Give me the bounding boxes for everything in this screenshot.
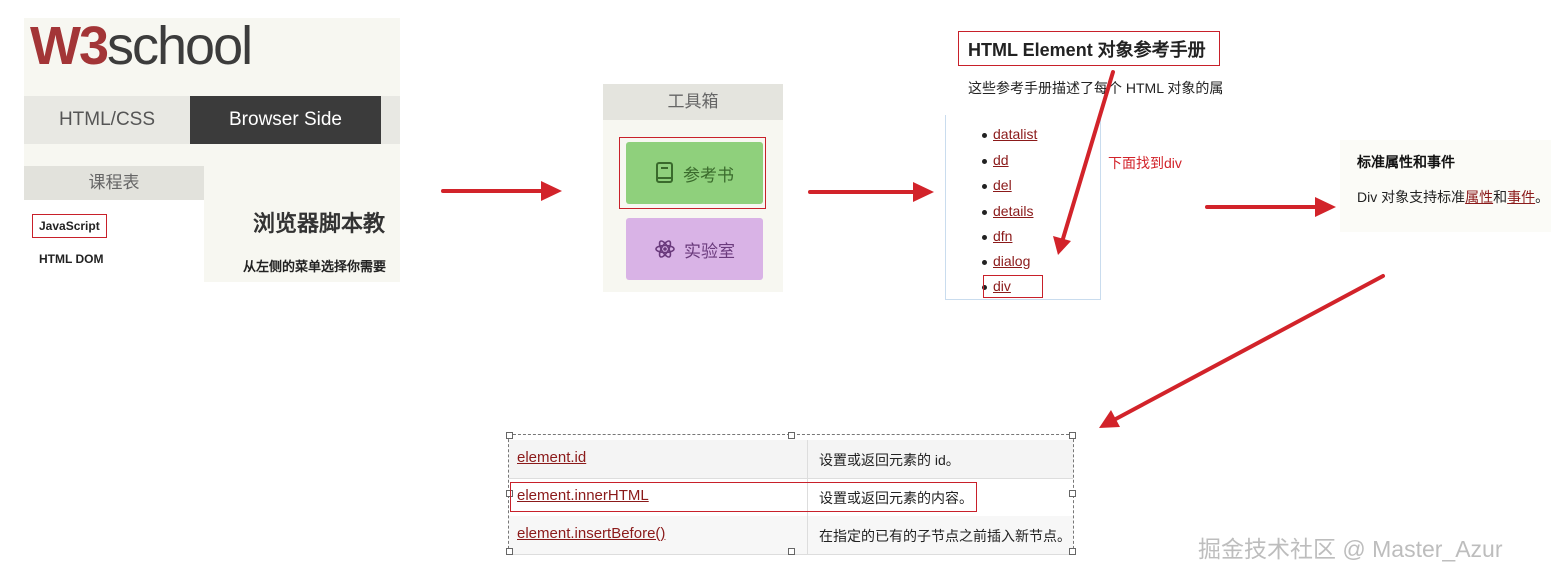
resize-handle[interactable] <box>506 548 513 555</box>
property-table: element.id 设置或返回元素的 id。 element.innerHTM… <box>506 432 1076 555</box>
list-item-dd[interactable]: dd <box>993 152 1009 168</box>
bullet <box>982 133 987 138</box>
resize-handle[interactable] <box>788 548 795 555</box>
top-nav: HTML/CSS Browser Side <box>24 96 400 144</box>
reference-title: HTML Element 对象参考手册 <box>968 40 1206 60</box>
toolbox-header: 工具箱 <box>603 84 783 120</box>
text-suffix: 。 <box>1535 189 1550 205</box>
arrowhead <box>913 182 934 202</box>
div-highlight-box <box>983 275 1043 298</box>
lab-button[interactable]: 实验室 <box>626 218 763 280</box>
course-item-html-dom[interactable]: HTML DOM <box>39 252 104 266</box>
book-icon <box>656 162 673 183</box>
page-title: 浏览器脚本教 <box>253 211 386 236</box>
property-link[interactable]: element.id <box>517 449 587 466</box>
arrowhead <box>1099 410 1120 428</box>
arrowhead <box>1053 236 1071 255</box>
resize-handle[interactable] <box>1069 432 1076 439</box>
resize-handle[interactable] <box>1069 548 1076 555</box>
property-description: 设置或返回元素的 id。 <box>819 452 960 468</box>
element-list: datalist dd del details dfn dialog div <box>945 115 1101 300</box>
list-item-details[interactable]: details <box>993 203 1034 219</box>
standard-attributes-heading: 标准属性和事件 <box>1357 154 1455 170</box>
bullet <box>982 159 987 164</box>
arrow-5 <box>1110 274 1385 423</box>
resize-handle[interactable] <box>506 432 513 439</box>
bullet <box>982 260 987 265</box>
reference-highlight-box <box>619 137 766 209</box>
reference-button-label: 参考书 <box>683 165 734 185</box>
bullet <box>982 285 987 290</box>
property-link[interactable]: element.insertBefore() <box>517 525 666 542</box>
standard-attributes-text: Div 对象支持标准属性和事件。 <box>1357 187 1549 207</box>
course-item-javascript[interactable]: JavaScript <box>32 214 107 238</box>
resize-handle[interactable] <box>506 490 513 497</box>
text-and: 和 <box>1493 189 1508 205</box>
property-link[interactable]: element.innerHTML <box>517 487 649 504</box>
attributes-link[interactable]: 属性 <box>1465 189 1494 205</box>
list-item-dialog[interactable]: dialog <box>993 253 1031 269</box>
events-link[interactable]: 事件 <box>1507 189 1536 205</box>
innerhtml-highlight-box <box>510 482 977 512</box>
course-list: JavaScript HTML DOM <box>24 200 204 282</box>
list-item-dfn[interactable]: dfn <box>993 228 1013 244</box>
property-description: 在指定的已有的子节点之前插入新节点。 <box>819 528 1071 544</box>
w3school-header-panel: W3school HTML/CSS Browser Side 课程表 JavaS… <box>24 18 400 282</box>
tab-html-css[interactable]: HTML/CSS <box>58 109 156 130</box>
resize-handle[interactable] <box>788 432 795 439</box>
bullet <box>982 235 987 240</box>
arrowhead <box>1315 197 1336 217</box>
tab-browser-side[interactable]: Browser Side <box>190 96 381 144</box>
toolbox-panel: 工具箱 参考书 实验室 <box>603 84 783 292</box>
resize-handle[interactable] <box>1069 490 1076 497</box>
table-row: element.id 设置或返回元素的 id。 <box>509 440 1073 479</box>
reference-button[interactable]: 参考书 <box>626 142 763 204</box>
reference-title-highlight <box>958 31 1220 66</box>
list-item-datalist[interactable]: datalist <box>993 126 1038 142</box>
text-prefix: Div 对象支持标准 <box>1357 189 1466 205</box>
w3school-logo[interactable]: W3school <box>30 18 253 76</box>
list-item-div[interactable]: div <box>993 278 1011 294</box>
list-item-del[interactable]: del <box>993 177 1012 193</box>
property-description: 设置或返回元素的内容。 <box>819 490 973 506</box>
arrow-3 <box>1060 70 1115 244</box>
bullet <box>982 210 987 215</box>
course-list-header: 课程表 <box>24 166 204 200</box>
standard-attributes-panel: 标准属性和事件 Div 对象支持标准属性和事件。 <box>1340 140 1551 232</box>
reference-description: 这些参考手册描述了每个 HTML 对象的属 <box>968 80 1222 96</box>
bullet <box>982 184 987 189</box>
find-div-annotation: 下面找到div <box>1108 155 1182 171</box>
atom-icon <box>655 240 675 258</box>
arrowhead <box>541 181 562 201</box>
watermark: 掘金技术社区 @ Master_Azur <box>1198 536 1503 562</box>
lab-button-label: 实验室 <box>684 241 735 261</box>
page-subtitle: 从左侧的菜单选择你需要 <box>243 259 387 274</box>
